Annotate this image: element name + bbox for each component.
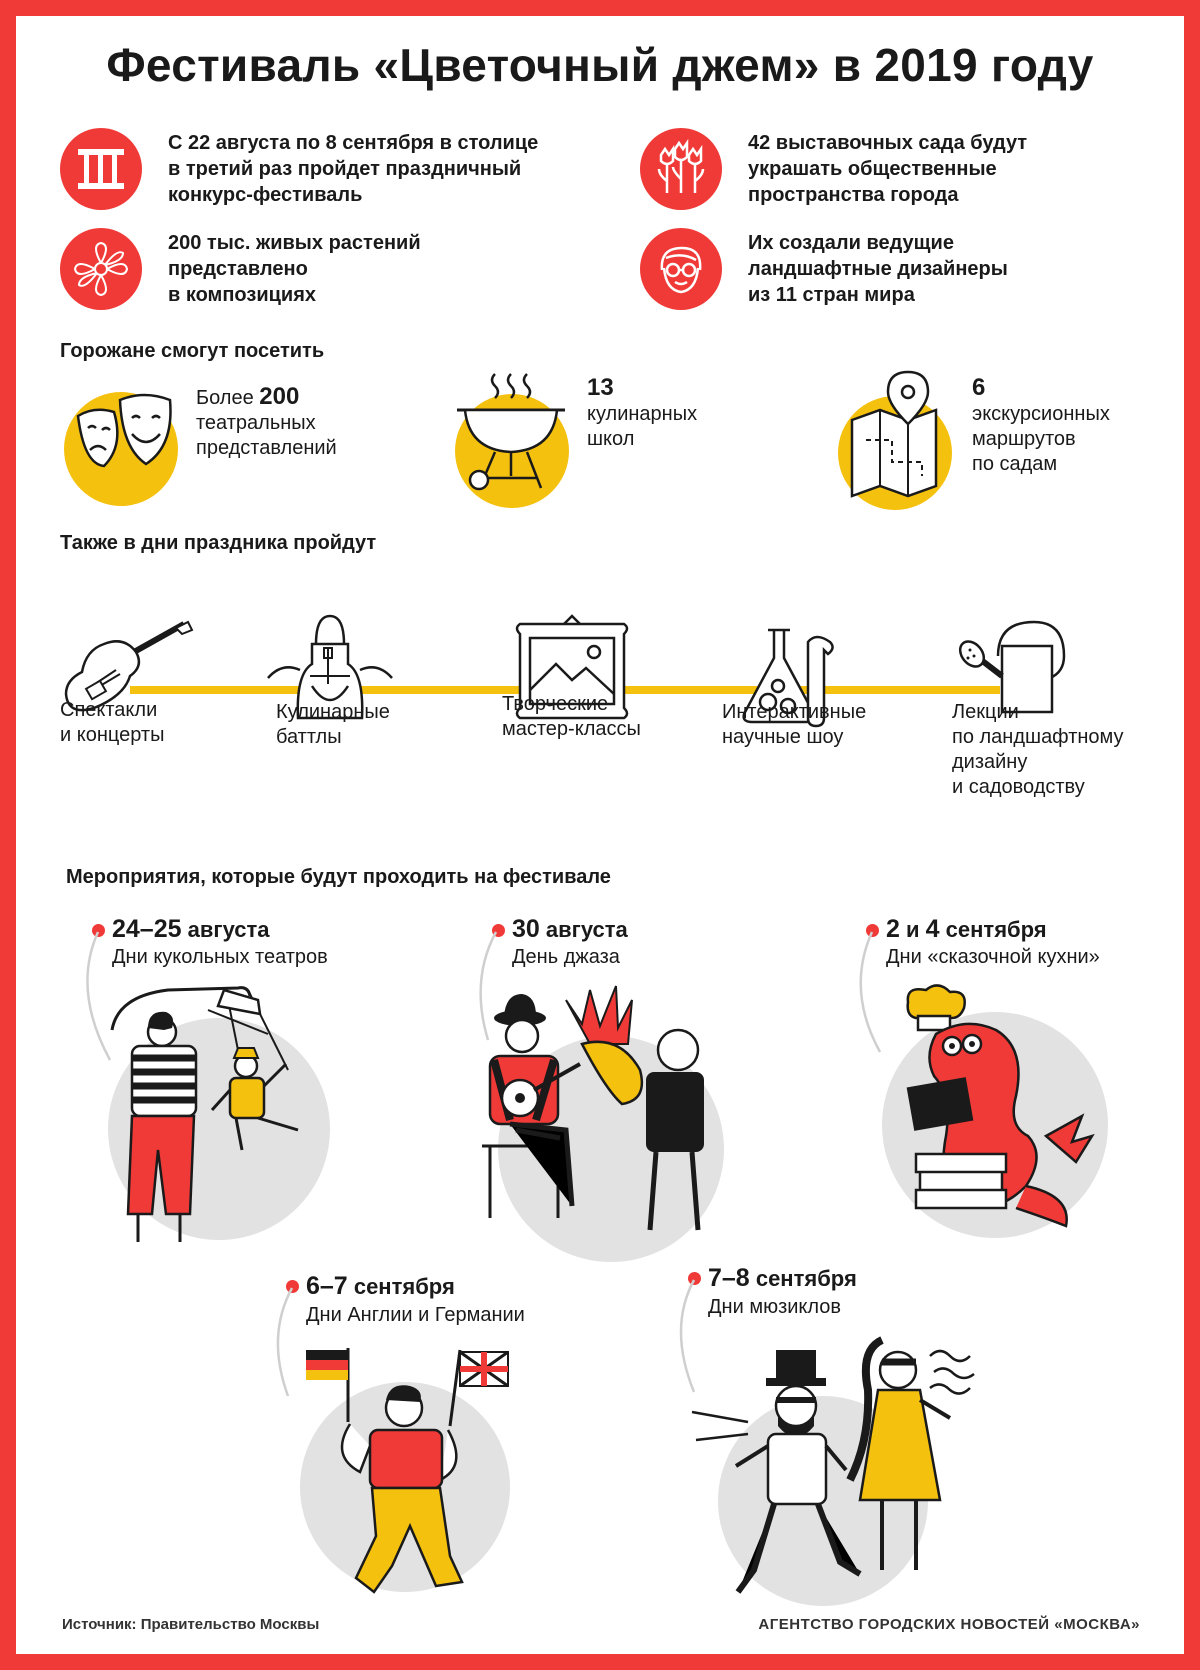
event-date: 2 и 4 сентября — [886, 915, 1047, 943]
grill-icon — [457, 373, 565, 491]
event-name: Дни Англии и Германии — [306, 1304, 525, 1326]
flags-man-illustration — [306, 1348, 509, 1594]
activities-heading: Также в дни праздника пройдут — [60, 532, 377, 554]
visit-prefix: Более — [196, 387, 260, 409]
activity-label: Кулинарные баттлы — [276, 701, 390, 748]
visit-number: 200 — [259, 383, 300, 410]
visit-number: 13 — [587, 374, 614, 401]
event-name: Дни «сказочной кухни» — [886, 946, 1100, 968]
event-name: День джаза — [512, 946, 620, 968]
flower-icon — [60, 228, 142, 310]
visit-label: кулинарных школ — [587, 403, 698, 450]
event-dot — [866, 924, 879, 937]
puppeteer-illustration — [110, 986, 299, 1242]
designer-face-icon — [640, 228, 722, 310]
event-connector-arc — [479, 931, 498, 1041]
singers-illustration — [691, 1336, 975, 1594]
fact-gardens: 42 выставочных сада будут украшать общес… — [640, 128, 1027, 210]
fact-text: 42 выставочных сада будут украшать общес… — [748, 132, 1028, 206]
event-connector-arc — [859, 931, 882, 1053]
fact-text: 200 тыс. живых растений представлено в к… — [168, 232, 421, 306]
event-name: Дни мюзиклов — [708, 1296, 842, 1318]
tulips-icon — [640, 128, 722, 210]
dragon-chef-illustration — [906, 984, 1095, 1228]
event-date: 24–25 августа — [112, 915, 270, 943]
event-dot — [92, 924, 105, 937]
event-dot — [688, 1272, 701, 1285]
map-pin-icon — [850, 370, 938, 498]
activity-label: Интерактивные научные шоу — [722, 701, 867, 748]
footer-agency: АГЕНТСТВО ГОРОДСКИХ НОВОСТЕЙ «МОСКВА» — [758, 1616, 1140, 1633]
event-date: 30 августа — [512, 915, 628, 943]
jazz-musicians-illustration — [482, 985, 704, 1231]
event-dot — [286, 1280, 299, 1293]
events-heading: Мероприятия, которые будут проходить на … — [66, 866, 611, 888]
fact-festival-dates: С 22 августа по 8 сентября в столице в т… — [60, 128, 538, 210]
event-date: 7–8 сентября — [708, 1264, 857, 1292]
event-connector-arc — [679, 1279, 696, 1393]
event-date: 6–7 сентября — [306, 1272, 455, 1300]
theatre-masks-icon — [76, 393, 172, 468]
activity-label: Творческие мастер-классы — [502, 693, 641, 740]
activity-label: Спектакли и концерты — [60, 699, 165, 746]
visit-label: экскурсионных маршрутов по садам — [972, 403, 1110, 475]
guitar-icon — [64, 620, 194, 712]
watering-can-icon — [958, 620, 1066, 714]
visit-heading: Горожане смогут посетить — [60, 340, 325, 362]
activity-label: Лекции по ландшафтному дизайну и садовод… — [952, 701, 1124, 798]
event-connector-arc — [276, 1287, 294, 1397]
visit-label: театральных представлений — [196, 412, 337, 459]
roman-three-icon — [60, 128, 142, 210]
picture-frame-icon — [515, 614, 629, 720]
fact-designers: Их создали ведущие ландшафтные дизайнеры… — [640, 228, 1008, 310]
page-title: Фестиваль «Цветочный джем» в 2019 году — [106, 39, 1094, 91]
event-connector-arc — [86, 931, 112, 1061]
fact-text: С 22 августа по 8 сентября в столице в т… — [168, 132, 539, 206]
apron-icon — [267, 614, 393, 720]
fact-text: Их создали ведущие ландшафтные дизайнеры… — [748, 232, 1008, 306]
footer-source: Источник: Правительство Москвы — [62, 1616, 320, 1633]
event-name: Дни кукольных театров — [112, 946, 328, 968]
flasks-icon — [742, 628, 834, 728]
visit-number: 6 — [972, 374, 986, 401]
fact-plants: 200 тыс. живых растений представлено в к… — [60, 228, 421, 310]
